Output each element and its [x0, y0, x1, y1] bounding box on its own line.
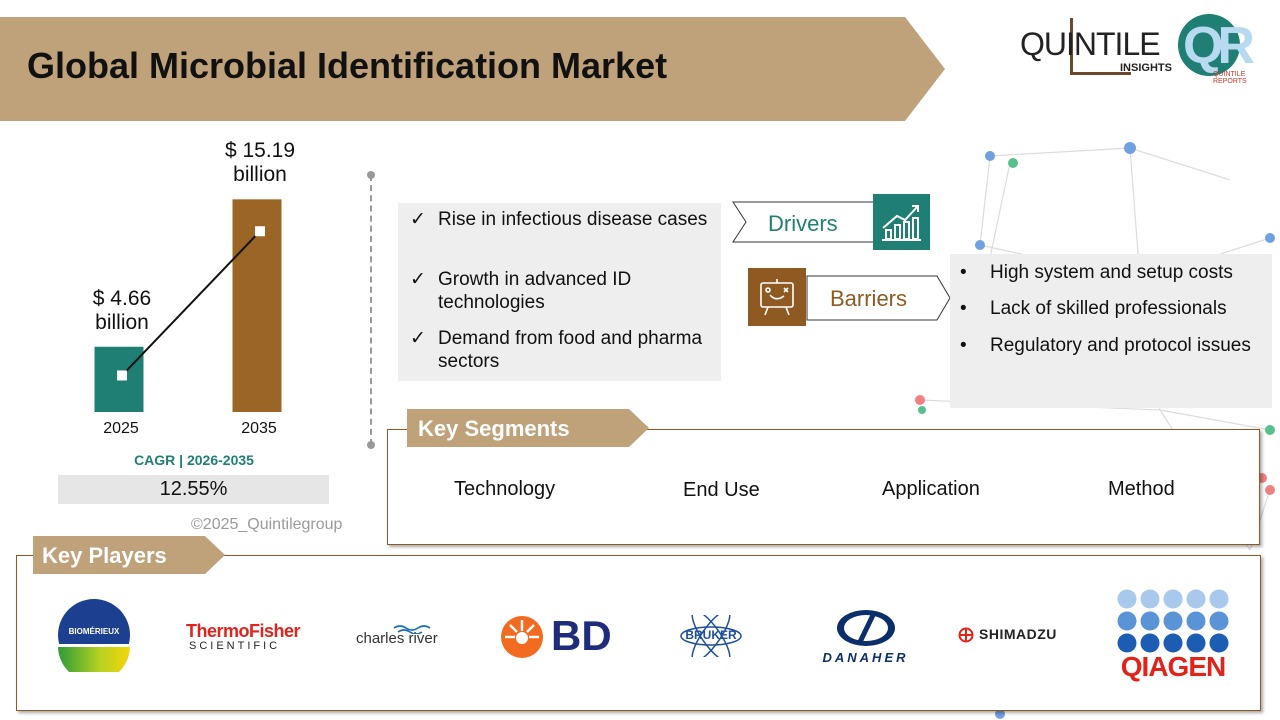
key-segments-title: Key Segments [418, 416, 570, 441]
drivers-label: Drivers [768, 211, 838, 236]
page-title: Global Microbial Identification Market [27, 45, 668, 86]
check-icon: ✓ [410, 209, 426, 230]
brand-logo-frame [1070, 18, 1131, 75]
charles-river-wave-icon [393, 625, 431, 634]
barriers-label: Barriers [830, 286, 908, 311]
section-divider [370, 175, 372, 445]
divider-dot-top [367, 171, 375, 179]
market-size-chart [94, 199, 282, 412]
title-banner [0, 17, 945, 121]
trend-marker-2025 [117, 370, 127, 381]
key-segments-tab [407, 409, 649, 447]
key-players-title: Key Players [42, 543, 167, 568]
shimadzu-cross-icon [958, 627, 974, 643]
qr-logo-icon [1178, 14, 1240, 76]
bd-logo: BD [500, 612, 615, 660]
danaher-swoosh-icon [837, 610, 895, 646]
trend-marker-2035 [255, 226, 265, 237]
bruker-logo: BRUKER [672, 610, 750, 662]
check-icon: ✓ [410, 269, 426, 290]
cagr-value: 12.55% [159, 478, 228, 500]
qiagen-logo: QIAGEN [1116, 589, 1230, 683]
segment-end-use: End Use [683, 479, 760, 501]
key-players-panel [16, 555, 1261, 711]
bd-sun-icon [501, 616, 543, 658]
growth-chart-icon [873, 194, 930, 250]
key-segments-panel [387, 429, 1260, 545]
brand-name: QUINTILE [1020, 26, 1161, 62]
strategy-board-icon [748, 268, 806, 326]
shimadzu-logo: SHIMADZU [958, 626, 1083, 646]
cagr-label: CAGR | 2026-2035 [134, 452, 254, 468]
qr-logo-subtitle: QUINTILE REPORTS [1213, 71, 1247, 85]
divider-dot-bottom [367, 441, 375, 449]
drivers-tag-shape [732, 201, 877, 243]
copyright-text: ©2025_Quintilegroup [191, 516, 343, 533]
key-players-tab [33, 536, 225, 574]
trend-line [121, 230, 261, 377]
cagr-box [58, 475, 329, 504]
segment-technology: Technology [454, 478, 556, 500]
bullet-icon: • [960, 335, 967, 356]
year-label-2025: 2025 [103, 420, 139, 437]
thermofisher-logo: ThermoFisher SCIENTIFIC [186, 621, 301, 652]
biomerieux-logo: BIOMÉRIEUX [57, 598, 131, 682]
brand-subtitle: INSIGHTS [1120, 62, 1172, 74]
segment-application: Application [882, 478, 980, 500]
bullet-icon: • [960, 298, 967, 319]
barriers-tag-shape [806, 275, 951, 321]
bullet-icon: • [960, 262, 967, 283]
qiagen-dots-icon [1117, 589, 1229, 653]
danaher-logo: DANAHER [808, 608, 923, 666]
check-icon: ✓ [410, 328, 426, 349]
qr-logo-text: QR [1183, 17, 1255, 75]
barriers-list-box [950, 254, 1272, 408]
year-label-2035: 2035 [241, 420, 277, 437]
segment-method: Method [1108, 478, 1175, 500]
drivers-list-box [398, 203, 721, 381]
